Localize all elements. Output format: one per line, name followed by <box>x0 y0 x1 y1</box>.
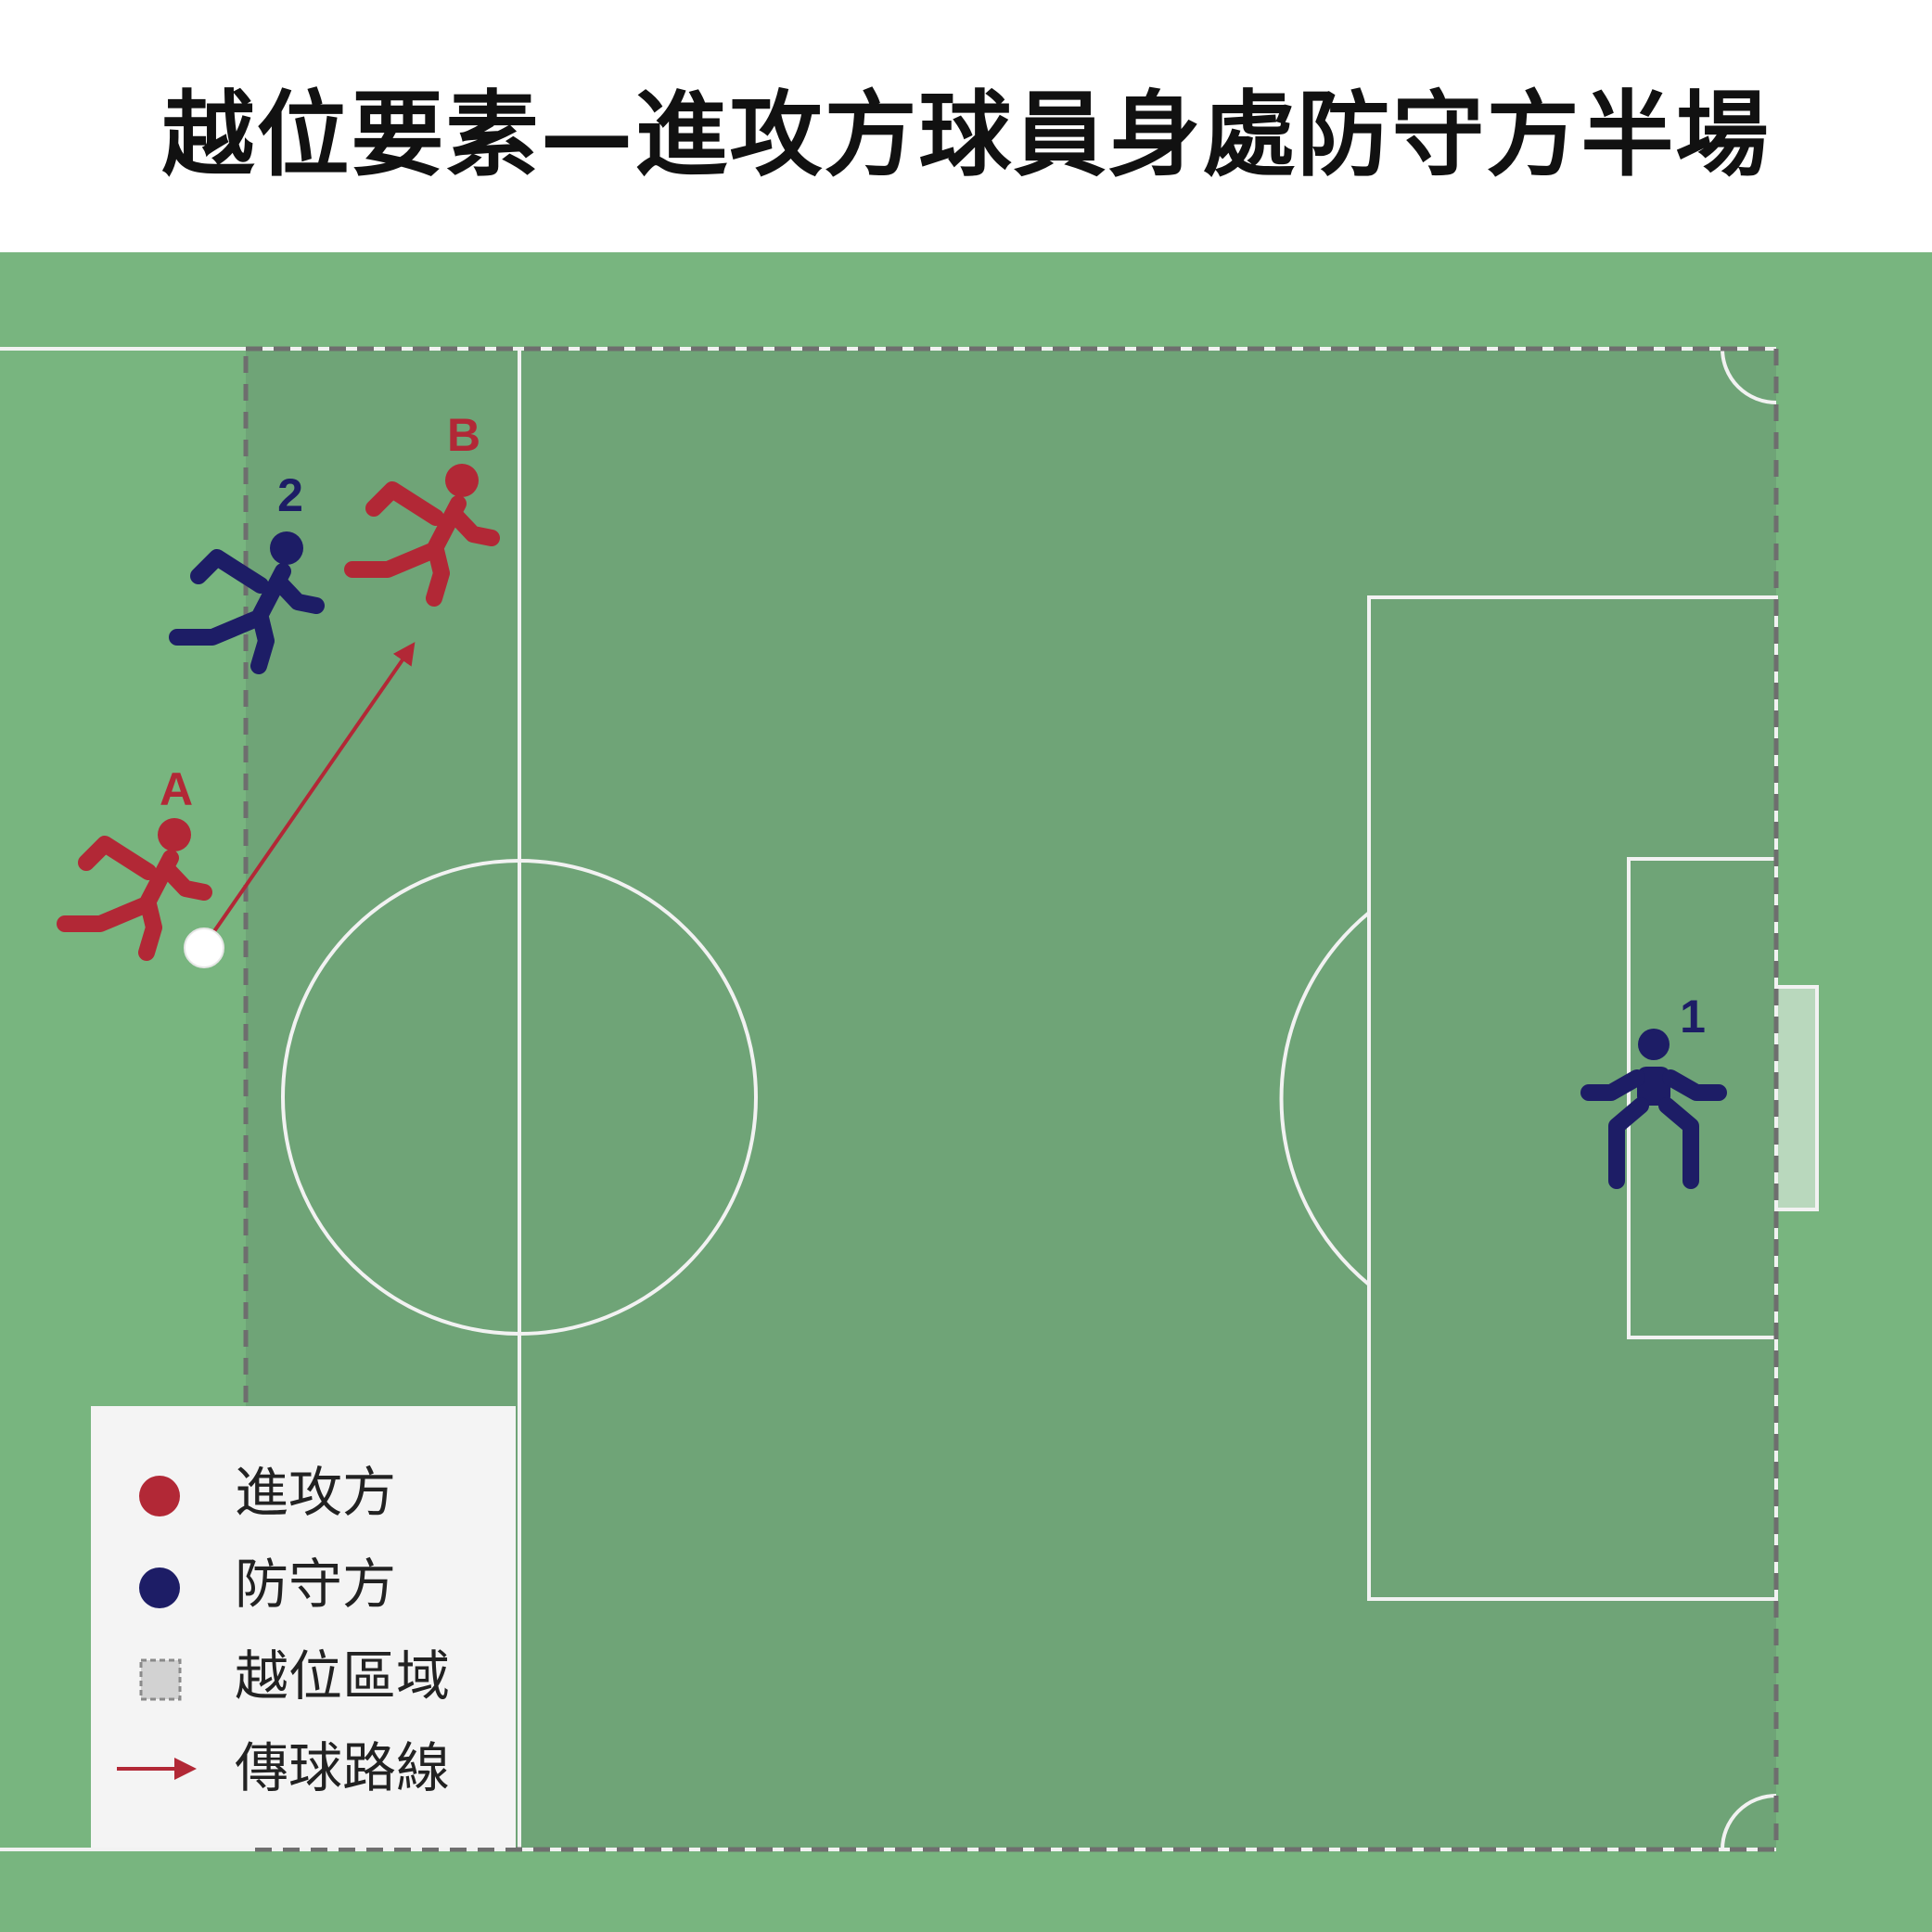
player-1-label: 1 <box>1680 991 1706 1043</box>
legend-offside-zone-label: 越位區域 <box>235 1644 450 1708</box>
player-1-torso <box>1637 1067 1670 1106</box>
player-2-label: 2 <box>277 469 303 521</box>
corner-arc-top <box>1721 348 1777 404</box>
ball <box>184 928 224 968</box>
corner-arc-bottom <box>1721 1794 1777 1850</box>
player-a <box>57 818 212 961</box>
player-a-label: A <box>160 763 193 815</box>
player-a-head <box>158 818 191 851</box>
diagram-title: 越位要素—進攻方球員身處防守方半場 <box>161 80 1771 189</box>
penalty-arc <box>1279 911 1371 1286</box>
legend-offside-zone-marker <box>139 1658 182 1701</box>
goal-net <box>1774 985 1819 1211</box>
legend-attacker-marker <box>139 1476 180 1516</box>
center-circle <box>281 859 758 1336</box>
pass-route-arrow <box>204 642 416 945</box>
legend-defender-marker <box>139 1567 180 1608</box>
player-b-body <box>344 481 500 607</box>
legend: 進攻方 防守方 越位區域 傳球路線 <box>91 1406 516 1848</box>
player-2 <box>169 531 325 674</box>
player-1-limbs <box>1580 1069 1727 1189</box>
player-2-body <box>169 549 325 674</box>
player-b-head <box>445 464 479 497</box>
player-1-head <box>1638 1029 1670 1060</box>
player-2-head <box>270 531 303 565</box>
player-a-body <box>57 836 212 961</box>
legend-defender-label: 防守方 <box>235 1553 396 1616</box>
legend-attacker-label: 進攻方 <box>235 1461 396 1524</box>
offside-zone-border <box>243 346 1779 1852</box>
player-1-goalkeeper <box>1580 1029 1727 1189</box>
player-b <box>344 464 500 607</box>
legend-pass-route-label: 傳球路線 <box>235 1736 450 1799</box>
player-b-label: B <box>447 409 480 461</box>
